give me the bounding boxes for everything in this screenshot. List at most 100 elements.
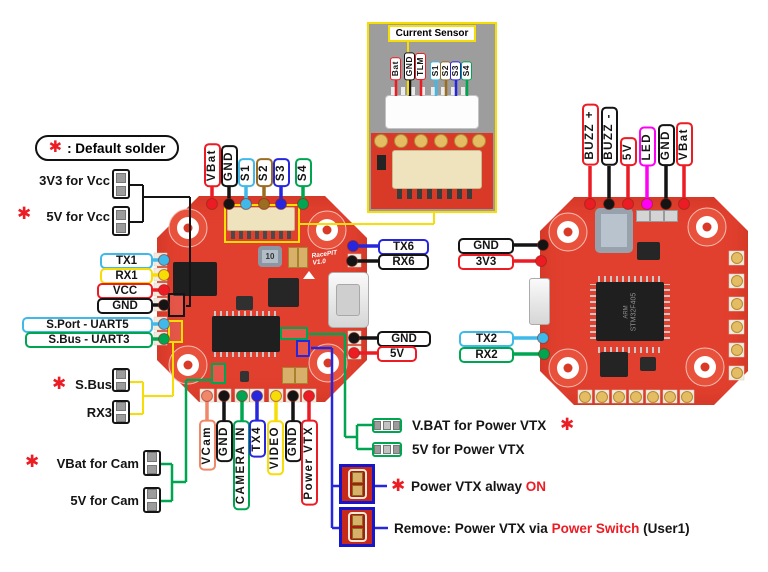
pin-label-rx2: RX2	[459, 347, 514, 363]
pcb-connector	[392, 150, 482, 189]
pin-label-gnd: GND	[658, 123, 675, 166]
pin-label-gnd: GND	[404, 51, 415, 80]
usb-connector	[529, 278, 550, 325]
pin-label-bat: Bat	[390, 56, 401, 80]
vtx-always-on-label: Power VTX alway ON	[411, 479, 546, 495]
pin-label-buzz-minus: BUZZ -	[601, 107, 618, 166]
pin-label-s4: S4	[461, 60, 472, 80]
pin-label-vcam: VCam	[199, 420, 216, 471]
main-ic	[212, 316, 280, 352]
vtx-switch-jumper-photo	[339, 507, 375, 547]
small-ic	[637, 242, 660, 260]
cam-jumper-highlight	[211, 363, 226, 384]
capacitor	[650, 210, 664, 222]
cam-5v-option-label: 5V for Cam	[70, 493, 139, 508]
pin-label-vbat: VBat	[676, 121, 693, 166]
vtx-switch-jumper-highlight	[296, 340, 310, 357]
pin-label-sport-uart5: S.Port - UART5	[22, 317, 153, 333]
small-ic	[640, 357, 656, 371]
mcu-marking-line2: STM32F405	[630, 292, 637, 331]
vtx-power-jumper-highlight	[280, 327, 308, 340]
rx3-solder-pad	[112, 400, 130, 424]
pin-label-video: VIDEO	[267, 420, 284, 476]
mcu-marking-line1: ARM	[623, 304, 629, 319]
vtx-switch-text: Remove: Power VTX via	[394, 521, 552, 536]
pin-label-rx1: RX1	[100, 268, 153, 284]
pin-label-vcc: VCC	[97, 283, 153, 299]
vcc-3v3-solder-pad	[112, 169, 130, 199]
sbus-jumper-highlight	[168, 320, 183, 343]
pin-label-tx4: TX4	[249, 420, 266, 458]
small-ic	[240, 371, 249, 382]
default-solder-legend: ✱ : Default solder	[35, 135, 179, 161]
small-ic	[377, 155, 386, 170]
asterisk-icon: ✱	[17, 204, 32, 223]
pin-label-5v: 5V	[377, 346, 417, 362]
gyro-chip	[173, 262, 217, 296]
pin-label-rx6: RX6	[378, 254, 429, 270]
mcu-chip: ARM STM32F405	[596, 282, 664, 341]
usb-slot	[336, 284, 360, 316]
inductor-core	[601, 214, 627, 247]
vtx-always-on-jumper-photo	[339, 464, 375, 504]
pin-label-tx2: TX2	[459, 331, 514, 347]
vcc-jumper-highlight	[168, 293, 185, 317]
vtx-5v-solder-pad	[372, 442, 402, 457]
vtx-vbat-solder-pad	[372, 418, 402, 433]
pin-label-5v: 5V	[620, 136, 637, 166]
pin-label-vbat: VBat	[204, 142, 221, 187]
pin-label-camera-in: CAMERA IN	[233, 420, 250, 511]
pin-label-gnd: GND	[458, 238, 514, 254]
mcu-marking: ARM STM32F405	[622, 292, 638, 331]
cam-vbat-solder-pad	[143, 450, 161, 476]
current-sensor-title: Current Sensor	[388, 25, 476, 42]
capacitor	[288, 247, 298, 268]
rx3-option-label: RX3	[86, 405, 112, 420]
asterisk-icon: ✱	[52, 374, 67, 393]
mcu-pins-right	[664, 284, 670, 339]
pin-label-tlm: TLM	[415, 53, 426, 80]
pin-label-gnd: GND	[377, 331, 431, 347]
capacitor	[664, 210, 678, 222]
pin-label-gnd: GND	[285, 420, 302, 463]
pin-label-s3: S3	[273, 157, 290, 187]
sbus-option-label: S.Bus	[75, 377, 112, 392]
vtx-always-on-text: Power VTX alway	[411, 479, 526, 494]
vtx-always-on-state: ON	[525, 479, 547, 494]
pin-label-s4: S4	[295, 157, 312, 187]
pin-label-tx6: TX6	[378, 239, 429, 255]
cam-5v-solder-pad	[143, 487, 161, 513]
asterisk-icon: ✱	[391, 476, 406, 495]
capacitor	[636, 210, 650, 222]
vtx-vbat-label: V.BAT for Power VTX	[412, 418, 547, 433]
cable-connector-pins	[391, 87, 471, 95]
flash-chip	[268, 278, 299, 307]
pin-label-sbus-uart3: S.Bus - UART3	[25, 332, 153, 348]
vcc-option-3v3-label: 3V3 for Vcc	[39, 173, 110, 188]
sbus-solder-pad	[112, 368, 130, 392]
pin-label-s3: S3	[450, 60, 461, 80]
pin-label-led: LED	[639, 126, 656, 166]
ic-pins	[214, 352, 278, 357]
inductor-core: 10	[262, 250, 278, 263]
capacitor	[298, 247, 308, 268]
current-sensor-inset: Current Sensor	[367, 22, 497, 213]
vtx-switch-highlight: Power Switch	[551, 521, 640, 536]
vtx-switch-label: Remove: Power VTX via Power Switch (User…	[394, 521, 690, 537]
cam-vbat-option-label: VBat for Cam	[56, 456, 139, 471]
asterisk-icon: ✱	[25, 452, 40, 471]
pin-label-tx1: TX1	[100, 253, 153, 269]
pin-label-3v3: 3V3	[458, 254, 514, 270]
regulator	[600, 352, 628, 377]
asterisk-icon: ✱	[560, 415, 575, 434]
pin-label-power-vtx: Power VTX	[301, 420, 318, 506]
vcc-option-5v-label: 5V for Vcc	[46, 209, 110, 224]
silkscreen-triangle	[303, 271, 315, 279]
pin-label-buzz-plus: BUZZ +	[582, 104, 599, 166]
vtx-5v-label: 5V for Power VTX	[412, 442, 525, 457]
cable-connector	[385, 95, 479, 129]
esc-connector-highlight-box	[224, 204, 300, 243]
pin-label-s2: S2	[256, 157, 273, 187]
pcb-connector-pins	[397, 189, 477, 199]
